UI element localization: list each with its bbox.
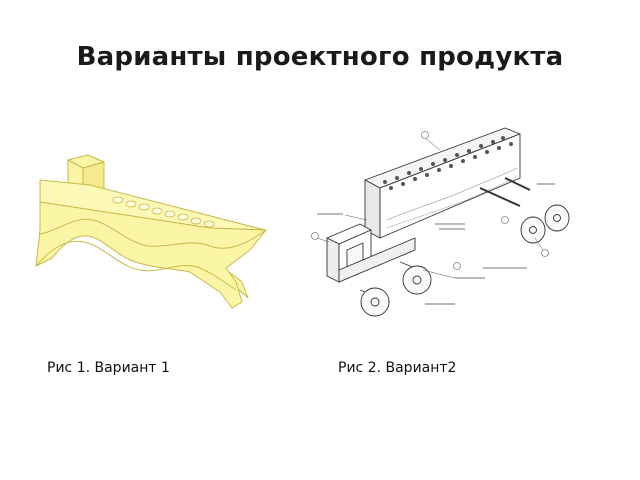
figure-2-caption: Рис 2. Вариант2 <box>338 360 457 376</box>
figure-1-caption: Рис 1. Вариант 1 <box>47 360 170 376</box>
slide-title: Варианты проектного продукта <box>76 42 564 72</box>
figure-1-boat-image <box>35 154 267 309</box>
figure-2-truck-drawing <box>311 127 570 317</box>
